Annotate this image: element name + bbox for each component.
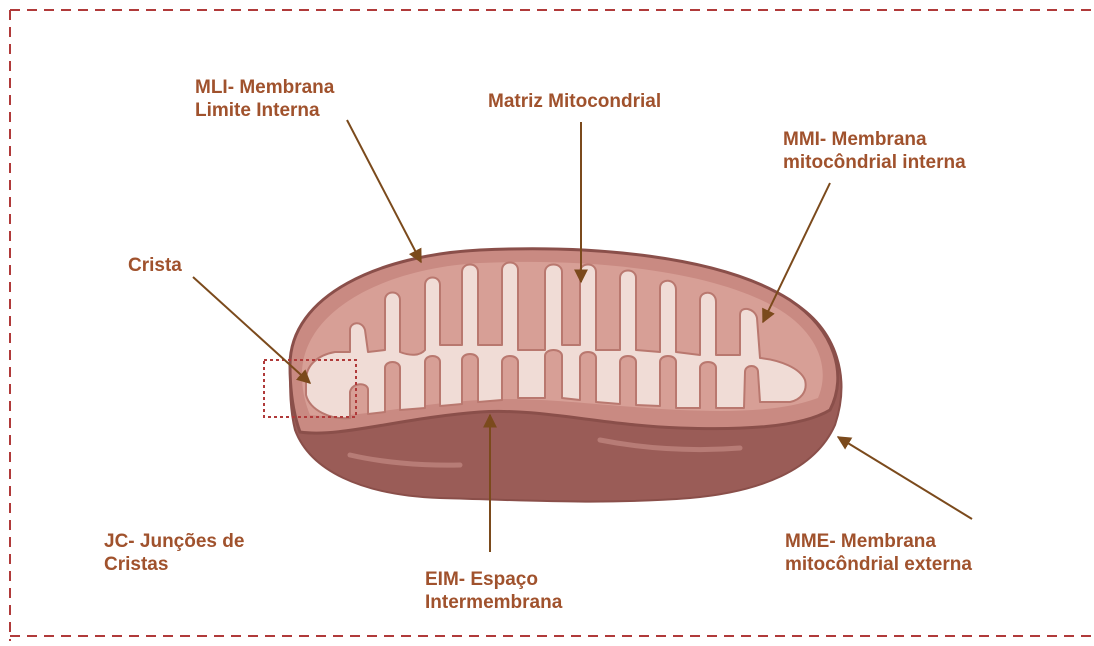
label-eim: EIM- Espaço Intermembrana [425, 568, 562, 614]
label-jc-line2: Cristas [104, 553, 244, 576]
label-jc-line1: JC- Junções de [104, 530, 244, 553]
label-mme-line1: MME- Membrana [785, 530, 972, 553]
label-crista: Crista [128, 254, 182, 277]
mitochondrion [290, 249, 841, 502]
label-crista-line1: Crista [128, 254, 182, 277]
arrow-mli [347, 120, 421, 262]
label-mli-line2: Limite Interna [195, 99, 334, 122]
label-eim-line1: EIM- Espaço [425, 568, 562, 591]
label-mmi: MMI- Membrana mitocôndrial interna [783, 128, 966, 174]
label-mme: MME- Membrana mitocôndrial externa [785, 530, 972, 576]
label-mli: MLI- Membrana Limite Interna [195, 76, 334, 122]
label-mmi-line2: mitocôndrial interna [783, 151, 966, 174]
label-mme-line2: mitocôndrial externa [785, 553, 972, 576]
label-mmi-line1: MMI- Membrana [783, 128, 966, 151]
label-jc: JC- Junções de Cristas [104, 530, 244, 576]
label-matriz: Matriz Mitocondrial [488, 90, 661, 113]
label-eim-line2: Intermembrana [425, 591, 562, 614]
label-mli-line1: MLI- Membrana [195, 76, 334, 99]
arrow-mme [838, 437, 972, 519]
label-matriz-line1: Matriz Mitocondrial [488, 90, 661, 113]
arrow-crista [193, 277, 310, 383]
arrow-mmi [763, 183, 830, 322]
